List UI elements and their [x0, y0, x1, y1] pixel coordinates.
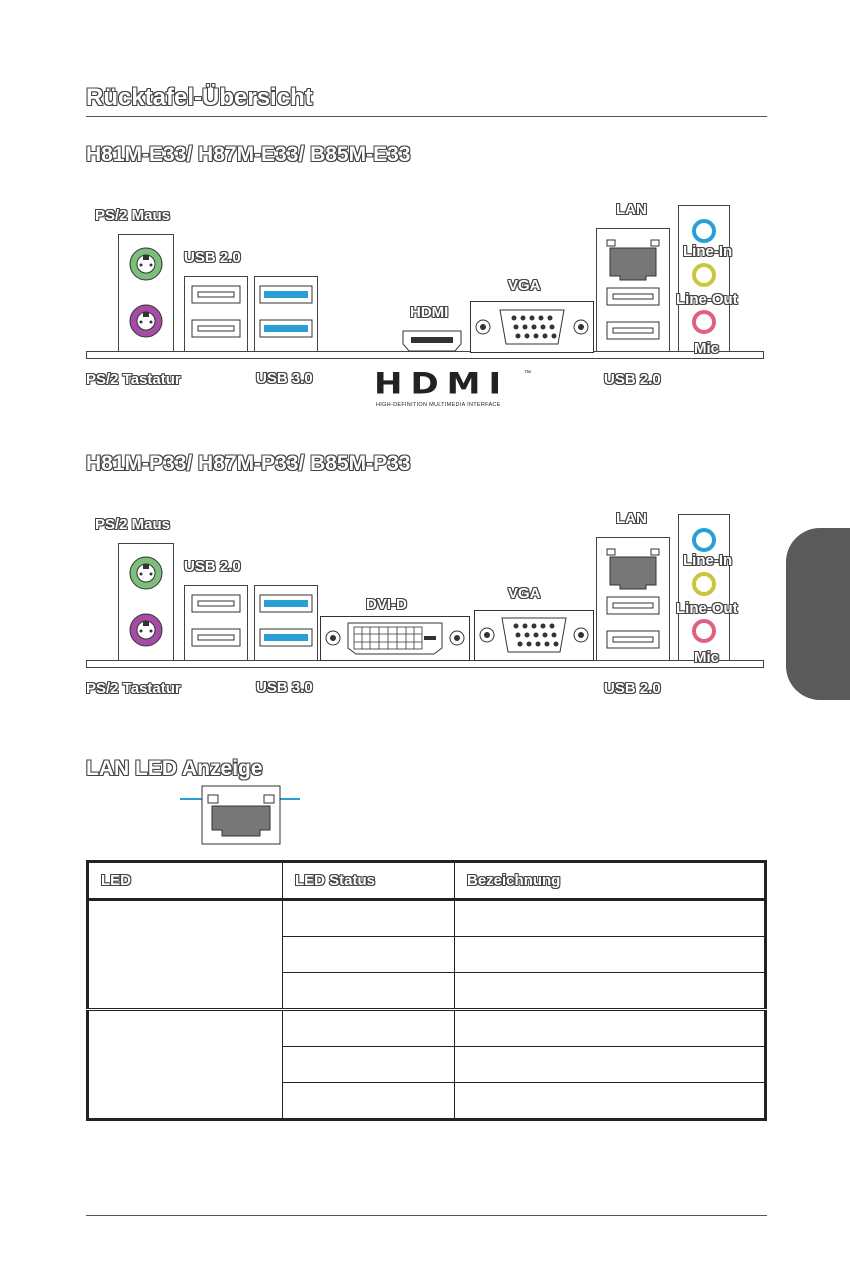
led-right — [263, 794, 275, 804]
hdmi-logo-wordmark: HDMI — [374, 367, 510, 401]
led-status-col-header: LED Status — [282, 861, 455, 901]
led-left — [207, 794, 219, 804]
ps2-ports — [118, 234, 174, 352]
table-cell — [454, 972, 766, 1011]
table-cell — [454, 899, 766, 937]
line-out-label-2: Line-Out — [676, 600, 738, 617]
lan-usb-stack-2 — [596, 537, 670, 661]
table-row — [88, 972, 766, 1011]
table-cell — [87, 1009, 283, 1120]
ps2-mouse-label: PS/2 Maus — [95, 207, 171, 224]
hdmi-port — [402, 330, 462, 352]
footer-rule — [86, 1215, 767, 1216]
hdmi-label: HDMI — [410, 304, 449, 321]
table-cell — [454, 1082, 766, 1120]
mic-jack — [692, 310, 716, 334]
mic-jack-2 — [692, 619, 716, 643]
ps2-ports-2 — [118, 543, 174, 661]
panel1-heading: H81M-E33/ H87M-E33/ B85M-E33 — [86, 143, 411, 166]
line-out-jack-2 — [692, 572, 716, 596]
audio-jacks-2 — [678, 514, 730, 661]
lan-led-heading: LAN LED Anzeige — [86, 757, 263, 780]
usb30-label-2: USB 3.0 — [256, 679, 313, 696]
table-cell — [454, 1046, 766, 1083]
usb20-top-label-2: USB 2.0 — [184, 558, 241, 575]
table-cell — [454, 936, 766, 973]
table-cell — [282, 1082, 455, 1120]
table-row — [87, 899, 766, 1011]
usb30-ports — [254, 276, 318, 352]
usb20-ports-left — [184, 276, 248, 352]
ps2-mouse-label-2: PS/2 Maus — [95, 516, 171, 533]
table-cell — [282, 1009, 455, 1047]
table-cell — [454, 1009, 766, 1047]
vga-label-2: VGA — [508, 585, 541, 602]
lan-port-2 — [609, 556, 657, 590]
usb30-label: USB 3.0 — [256, 370, 313, 387]
vga-label: VGA — [508, 277, 541, 294]
table-cell — [282, 899, 455, 937]
lan-led-diagram — [180, 785, 300, 845]
lan-led-port — [211, 805, 271, 837]
table-row — [88, 1082, 766, 1120]
led-table: LED LED Status Bezeichnung — [86, 860, 767, 1121]
vga-port-2 — [474, 610, 594, 661]
hdmi-logo-tagline: HIGH-DEFINITION MULTIMEDIA INTERFACE — [376, 402, 501, 408]
lan-port — [609, 247, 657, 281]
lan-label: LAN — [616, 201, 647, 218]
vga-port — [470, 301, 594, 353]
line-in-label-2: Line-In — [683, 552, 733, 569]
line-in-label: Line-In — [683, 243, 733, 260]
description-col-header: Bezeichnung — [454, 861, 766, 901]
page-title: Rücktafel-Übersicht — [86, 84, 313, 111]
ps2-keyboard-label: PS/2 Tastatur — [86, 371, 181, 388]
usb20-bottom-label-2: USB 2.0 — [604, 680, 661, 697]
table-row — [87, 1009, 766, 1120]
table-row — [88, 1046, 766, 1083]
usb30-ports-2 — [254, 585, 318, 661]
hdmi-logo: HDMI ™ HIGH-DEFINITION MULTIMEDIA INTERF… — [374, 367, 534, 410]
lan-label-2: LAN — [616, 510, 647, 527]
table-cell — [282, 1046, 455, 1083]
lan-usb-stack — [596, 228, 670, 352]
hdmi-logo-tm: ™ — [524, 370, 531, 377]
led-col-header: LED — [87, 861, 283, 901]
usb20-bottom-label: USB 2.0 — [604, 371, 661, 388]
chapter-side-tab — [786, 528, 850, 700]
panel1-baseline — [86, 351, 764, 359]
led-table-header: LED LED Status Bezeichnung — [87, 861, 766, 901]
ps2-keyboard-label-2: PS/2 Tastatur — [86, 680, 181, 697]
line-out-label: Line-Out — [676, 291, 738, 308]
audio-jacks — [678, 205, 730, 352]
usb20-top-label: USB 2.0 — [184, 249, 241, 266]
table-cell — [87, 899, 283, 1011]
line-out-jack — [692, 263, 716, 287]
table-cell — [282, 972, 455, 1011]
dvi-label: DVI-D — [366, 596, 407, 613]
panel2-baseline — [86, 660, 764, 668]
usb20-ports-left-2 — [184, 585, 248, 661]
line-in-jack-2 — [692, 528, 716, 552]
mic-label-2: Mic — [694, 649, 720, 666]
table-cell — [282, 936, 455, 973]
panel2-heading: H81M-P33/ H87M-P33/ B85M-P33 — [86, 452, 411, 475]
dvi-port — [320, 616, 470, 661]
line-in-jack — [692, 219, 716, 243]
title-rule — [86, 116, 767, 117]
mic-label: Mic — [694, 340, 720, 357]
